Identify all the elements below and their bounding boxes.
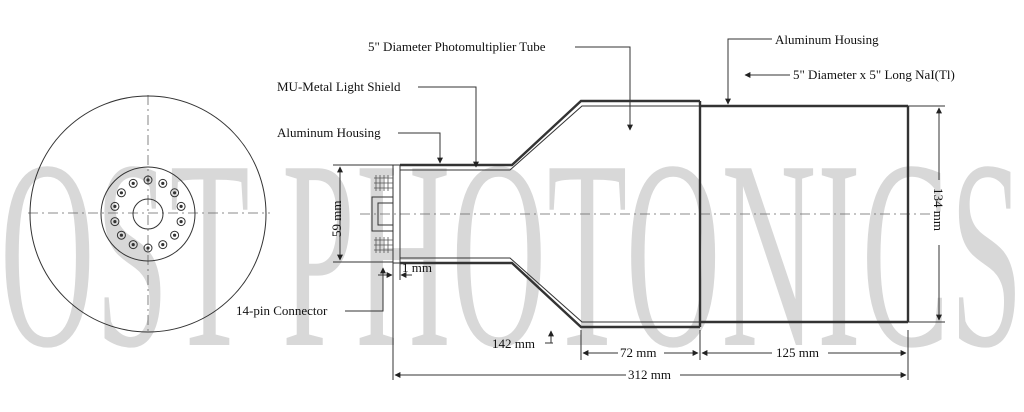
connector-pin (110, 201, 120, 211)
connector-pin-center (146, 246, 150, 250)
dim-72mm: 72 mm (620, 345, 656, 360)
connector-pin-center (146, 178, 150, 182)
connector-pin-center (173, 191, 177, 195)
connector-pin (128, 178, 138, 188)
connector-pin (176, 201, 186, 211)
label-aluminum-housing-left: Aluminum Housing (277, 125, 381, 140)
dim-125mm: 125 mm (776, 345, 819, 360)
connector-pin (176, 217, 186, 227)
connector-pin-center (131, 181, 135, 185)
label-14-pin-connector: 14-pin Connector (236, 303, 328, 318)
connector-plate (100, 166, 196, 262)
connector-pin-center (179, 204, 183, 208)
connector-pin (158, 240, 168, 250)
connector-pin-center (131, 243, 135, 247)
connector-pin (170, 230, 180, 240)
dim-134mm: 134 mm (931, 188, 946, 231)
connector-pin (116, 188, 126, 198)
connector-pin-center (179, 220, 183, 224)
connector-pins (110, 175, 186, 253)
label-aluminum-housing-top: Aluminum Housing (775, 32, 879, 47)
dim-142mm: 142 mm (492, 336, 535, 351)
dim-1mm: 1 mm (402, 260, 432, 275)
dim-312mm: 312 mm (628, 367, 671, 382)
connector-pin-center (119, 191, 123, 195)
connector-pin (116, 230, 126, 240)
connector-pin (170, 188, 180, 198)
label-mu-metal-shield: MU-Metal Light Shield (277, 79, 401, 94)
connector-pin-center (161, 181, 165, 185)
connector-pin-center (161, 243, 165, 247)
end-view (28, 95, 270, 335)
connector-pin (110, 217, 120, 227)
connector-pin-center (113, 204, 117, 208)
connector-pin (143, 175, 153, 185)
connector-pin (143, 243, 153, 253)
dim-59mm: 59 mm (329, 201, 344, 237)
connector-pin (128, 240, 138, 250)
connector-pin-center (173, 233, 177, 237)
connector-pin-center (113, 220, 117, 224)
connector-pin-center (119, 233, 123, 237)
watermark-text: OST PHOTONICS (0, 105, 1024, 404)
label-nai-crystal: 5" Diameter x 5" Long NaI(Tl) (793, 67, 955, 82)
side-view (360, 99, 935, 329)
connector-pin (158, 178, 168, 188)
label-photomultiplier-tube: 5" Diameter Photomultiplier Tube (368, 39, 546, 54)
